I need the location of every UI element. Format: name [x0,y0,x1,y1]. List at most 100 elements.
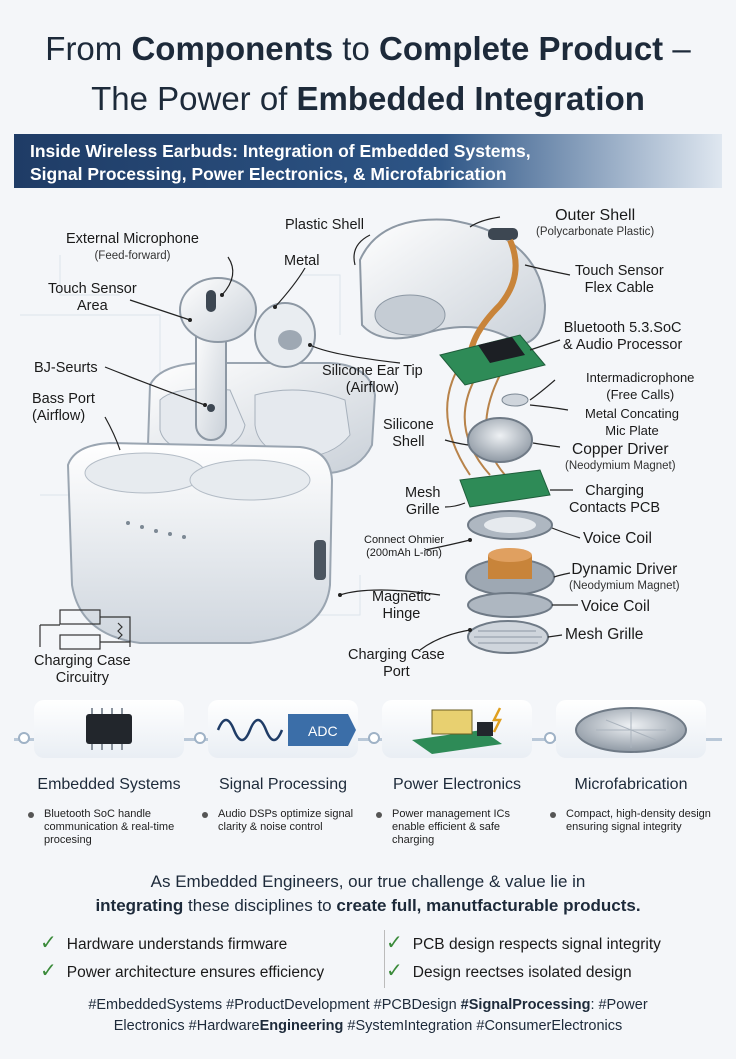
check-item: ✓Design reectses isolated design [386,960,632,982]
timeline-node [194,732,206,744]
power-board-icon [382,700,532,758]
bullet-icon [28,812,34,818]
bullet-icon [202,812,208,818]
discipline-microfabrication: Microfabrication Compact, high-density d… [546,700,716,860]
statement-line1: As Embedded Engineers, our true challeng… [150,872,586,891]
discipline-title: Power Electronics [392,776,522,793]
charging-case-circuit [39,609,131,650]
discipline-title: Signal Processing [218,776,348,793]
banner-line2: Signal Processing, Power Electronics, & … [30,164,507,184]
chip-icon [34,700,184,758]
checkmark-icon: ✓ [40,960,57,982]
hashtags-line1: #EmbeddedSystems #ProductDevelopment #PC… [88,997,648,1013]
closing-statement: As Embedded Engineers, our true challeng… [0,870,736,918]
case-led-dots [126,521,186,539]
voice-coil-top-inner [484,517,536,533]
checklist-divider [384,930,385,988]
label-intermicrophone: Intermadicrophone(Free Calls) [586,370,695,402]
checkmark-icon: ✓ [386,932,403,954]
discipline-description: Audio DSPs optimize signal clarity & noi… [218,808,354,833]
timeline-node [368,732,380,744]
discipline-embedded-systems: Embedded Systems Bluetooth SoC handle co… [24,700,194,860]
shell-opening [374,294,446,336]
charging-contacts-pcb [459,469,551,508]
discipline-description: Compact, high-density design ensuring si… [566,808,711,833]
check-item: ✓Power architecture ensures efficiency [40,960,325,982]
outer-shell [358,218,547,347]
hashtags-line2: Electronics #HardwareEngineering #System… [113,1018,623,1034]
hashtags: #EmbeddedSystems #ProductDevelopment #PC… [0,995,736,1037]
shell-sensor [488,228,518,240]
adc-text: ADC [308,723,338,739]
leader-arrowheads [188,293,472,632]
earbud [179,277,316,441]
soc-pcb [439,334,546,386]
label-mesh-grille-right: Mesh Grille [565,626,644,643]
label-external-microphone: External Microphone(Feed-forward) [66,231,199,262]
leader-lines [104,216,581,651]
disciplines-strip: Embedded Systems Bluetooth SoC handle co… [14,700,722,860]
dynamic-driver-magnet-top [488,548,532,562]
label-voice-coil-top: Voice Coil [583,530,652,547]
check-item: ✓Hardware understands firmware [40,932,288,954]
timeline-node [544,732,556,744]
external-mic-grille [206,290,216,312]
label-bj-seurts: BJ-Seurts [34,360,98,376]
case-port [314,540,326,580]
label-dynamic-driver: Dynamic Driver(Neodymium Magnet) [569,561,680,592]
diagram-illustration [20,216,581,654]
label-silicone-ear-tip: Silicone Ear Tip(Airflow) [322,363,423,396]
label-bass-port: Bass Port(Airflow) [32,391,95,424]
bullet-icon [550,812,556,818]
mesh-lines [474,630,542,644]
banner-line1: Inside Wireless Earbuds: Integration of … [30,141,531,161]
label-plastic-shell: Plastic Shell [285,217,364,233]
intermic [501,393,529,407]
discipline-description: Bluetooth SoC handle communication & rea… [44,808,175,846]
label-copper-driver: Copper Driver(Neodymium Magnet) [565,441,676,472]
earbud-exploded-diagram: External Microphone(Feed-forward) Touch … [0,195,736,695]
bullet-icon [376,812,382,818]
discipline-title: Microfabrication [574,776,688,793]
label-metal: Metal [284,253,320,269]
label-voice-coil-bottom: Voice Coil [581,598,650,615]
earbud-head [179,277,257,343]
voice-coil-bottom [467,592,553,618]
label-outer-shell: Outer Shell(Polycarbonate Plastic) [536,207,655,238]
page-title-line1: From Components to Complete Product – [45,30,691,67]
copper-driver [467,417,533,463]
case-bay-right [189,459,311,501]
discipline-power-electronics: Power Electronics Power management ICs e… [372,700,542,860]
lid-cavity-right [254,389,351,458]
checkmark-icon: ✓ [40,932,57,954]
statement-line2: integrating these disciplines to create … [95,896,641,915]
timeline-node [18,732,30,744]
ear-tip-nozzle [278,330,302,350]
checklist: ✓Hardware understands firmware ✓Power ar… [40,930,720,990]
wafer-icon [556,700,706,758]
label-connect-ohmier: Connect Ohmier(200mAh L-ion) [364,534,445,559]
case-bay-left [84,452,206,494]
discipline-title: Embedded Systems [37,776,181,793]
discipline-signal-processing: ADC Signal Processing Audio DSPs optimiz… [198,700,368,860]
subtitle-banner: Inside Wireless Earbuds: Integration of … [14,134,722,188]
discipline-description: Power management ICs enable efficient & … [392,808,510,846]
touch-sensor-flex-cable [467,238,519,361]
soc-chip [478,337,525,363]
bass-port-hole [207,404,215,412]
waveform-adc-icon: ADC [208,700,358,758]
label-bluetooth-soc: Bluetooth 5.3.SoC& Audio Processor [563,320,683,353]
page-title-line2: The Power of Embedded Integration [91,80,645,117]
check-item: ✓PCB design respects signal integrity [386,932,661,954]
checkmark-icon: ✓ [386,960,403,982]
